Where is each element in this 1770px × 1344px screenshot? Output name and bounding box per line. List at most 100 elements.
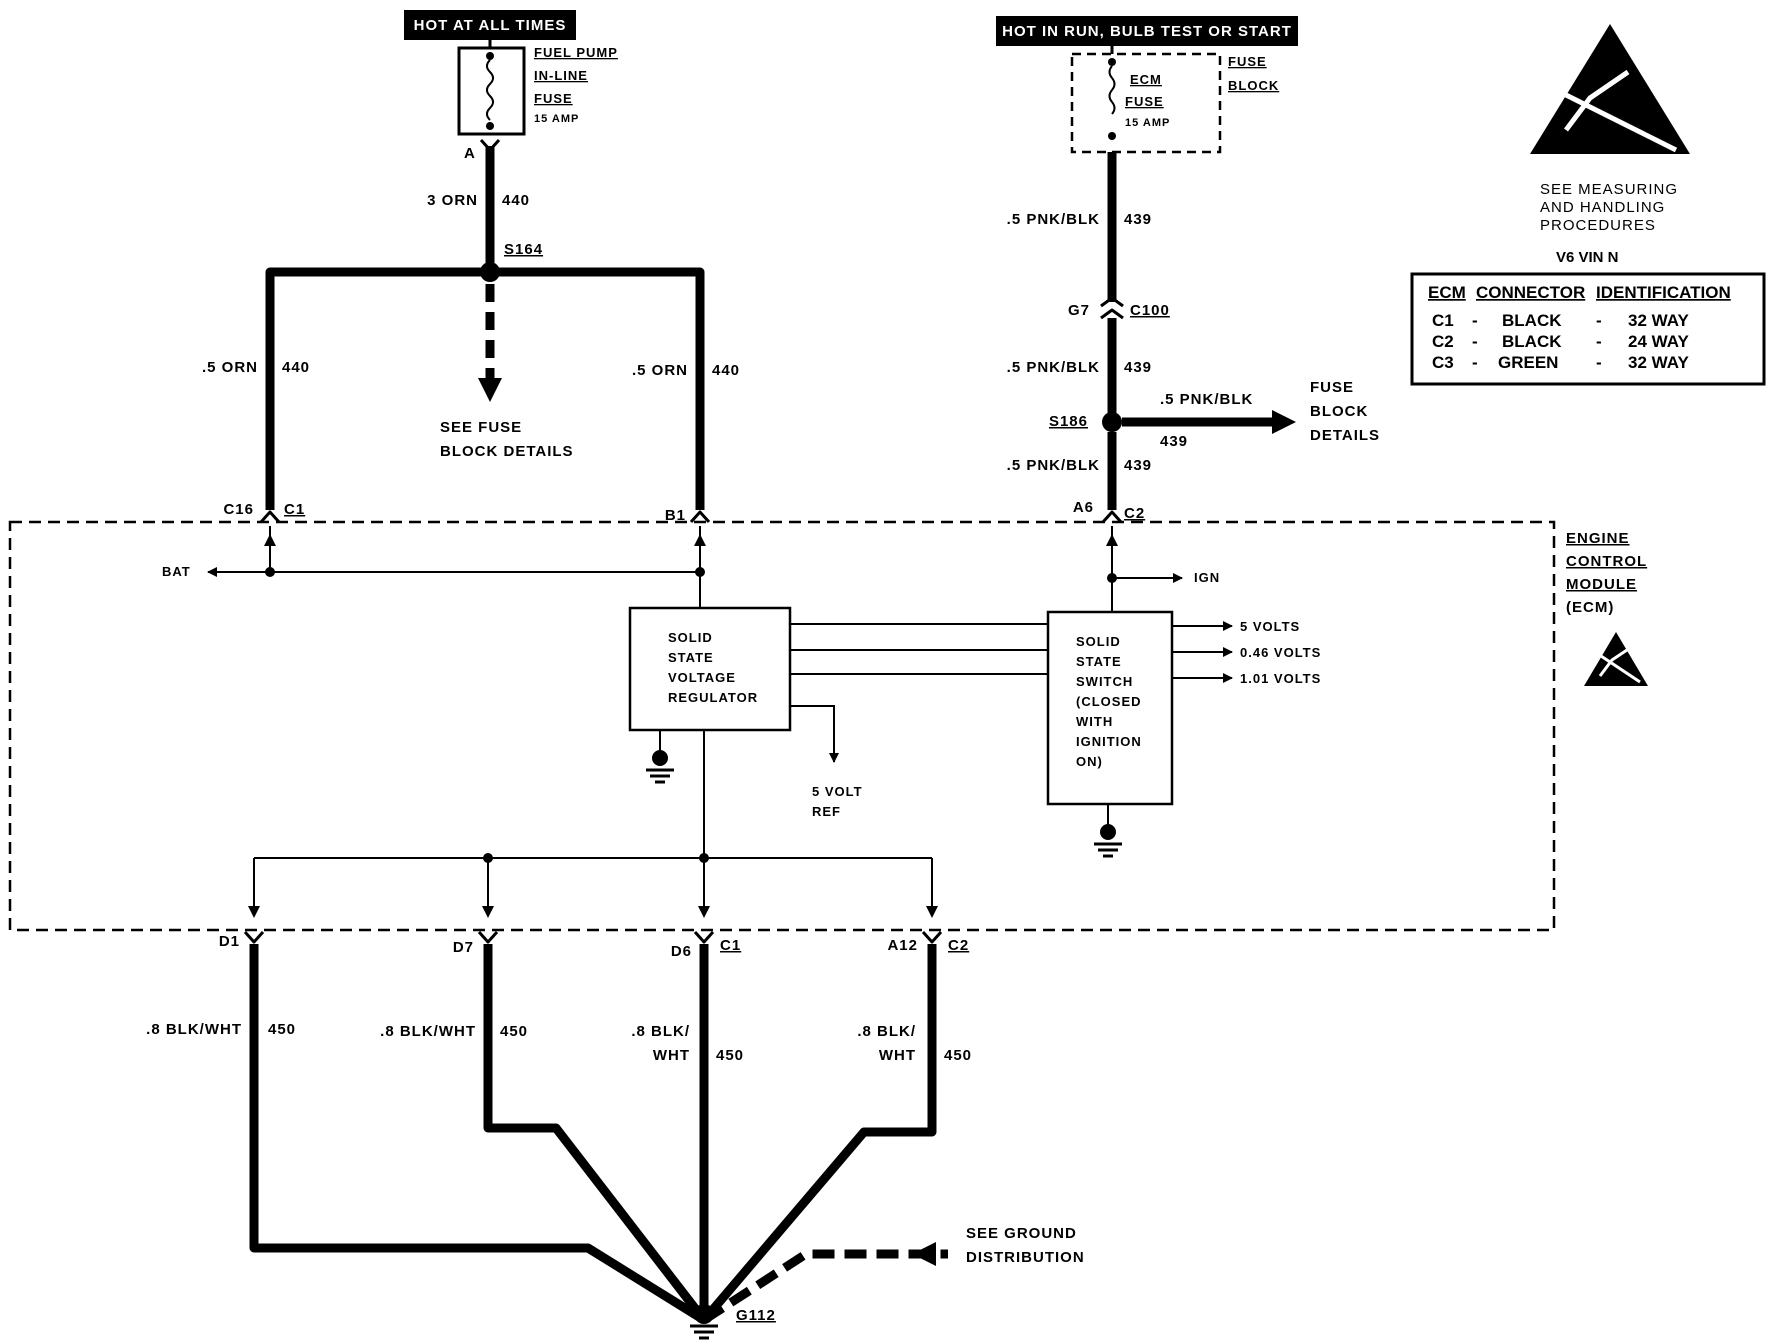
ground-distribution-link [701, 1249, 948, 1324]
ecm-module-boundary [8, 520, 1556, 932]
splice-s186 [1102, 412, 1122, 432]
see-ground-line1: SEE GROUND [966, 1225, 1077, 1242]
wire-450-d6-color-line1: .8 BLK/ [631, 1023, 690, 1040]
pin-c2-top: C2 [1124, 505, 1145, 522]
regulator-ground-icon [646, 750, 674, 784]
left-power-banner: HOT AT ALL TIMES [404, 10, 576, 40]
right-banner-text: HOT IN RUN, BULB TEST OR START [1002, 23, 1292, 40]
output-1-01-volts: 1.01 VOLTS [1240, 671, 1321, 686]
pin-d7: D7 [453, 939, 474, 956]
ecm-fuse-rating: 15 AMP [1125, 117, 1170, 129]
wire-439-branch-circuit: 439 [1160, 433, 1188, 450]
esd-note-line2: AND HANDLING [1540, 199, 1665, 216]
wire-450-a12 [700, 944, 937, 1323]
wire-439-low-color: .5 PNK/BLK [1007, 457, 1100, 474]
wire-439-branch-color: .5 PNK/BLK [1160, 391, 1253, 408]
voltage-regulator-box [628, 606, 792, 732]
fuse-block-details-line2: BLOCK [1310, 403, 1368, 420]
esd-note-line3: PROCEDURES [1540, 217, 1656, 234]
id-row2-dash1: - [1472, 332, 1478, 351]
regulator-line3: VOLTAGE [668, 670, 736, 685]
wire-450-a12-color-line1: .8 BLK/ [857, 1023, 916, 1040]
wire-440-main-circuit: 440 [502, 192, 530, 209]
fuse-block-label-line1: FUSE [1228, 54, 1267, 69]
wire-439-top-circuit: 439 [1124, 211, 1152, 228]
left-arrow-icon [912, 1242, 936, 1266]
pin-a12: A12 [887, 937, 918, 954]
ecm-fuse-element-icon [1108, 65, 1116, 115]
pin-c2-bottom: C2 [948, 937, 969, 954]
wire-440-left-color: .5 ORN [202, 359, 258, 376]
connector-c100-name: C100 [1130, 302, 1170, 319]
wire-450-d1-circuit: 450 [268, 1021, 296, 1038]
id-row1-color: BLACK [1502, 311, 1562, 330]
solid-state-switch-box [1046, 610, 1174, 806]
see-fuse-block-line1: SEE FUSE [440, 419, 522, 436]
fuel-pump-fuse-rating: 15 AMP [534, 113, 579, 125]
ign-label: IGN [1194, 570, 1220, 585]
ecm-title-line3: MODULE [1566, 576, 1637, 593]
wire-440-right [490, 267, 705, 510]
bat-label: BAT [162, 564, 191, 579]
wire-439-top-color: .5 PNK/BLK [1007, 211, 1100, 228]
id-row2-conn: C2 [1432, 332, 1454, 351]
switch-line2: STATE [1076, 654, 1122, 669]
switch-line6: IGNITION [1076, 734, 1142, 749]
ground-g112-label: G112 [736, 1307, 776, 1324]
ecm-fuse-line2: FUSE [1125, 94, 1164, 109]
connector-c100-pin: G7 [1068, 302, 1090, 319]
id-row1-dash2: - [1596, 311, 1602, 330]
wire-440-left [265, 267, 490, 510]
wire-440-left-circuit: 440 [282, 359, 310, 376]
id-header-identification: IDENTIFICATION [1596, 283, 1731, 302]
output-0-46-volts: 0.46 VOLTS [1240, 645, 1321, 660]
wire-450-d7-circuit: 450 [500, 1023, 528, 1040]
fuel-pump-fuse [457, 46, 526, 136]
esd-note-line1: SEE MEASURING [1540, 181, 1678, 198]
wire-450-d1 [249, 944, 707, 1324]
right-power-banner: HOT IN RUN, BULB TEST OR START [996, 16, 1298, 46]
switch-line4: (CLOSED [1076, 694, 1142, 709]
left-banner-text: HOT AT ALL TIMES [414, 17, 567, 34]
id-row1-ways: 32 WAY [1628, 311, 1689, 330]
connector-c100 [1100, 296, 1124, 320]
wire-450-d7-color: .8 BLK/WHT [380, 1023, 476, 1040]
five-volt-ref-line1: 5 VOLT [812, 784, 863, 799]
ecm-title-line2: CONTROL [1566, 553, 1647, 570]
pin-c1-bottom: C1 [720, 937, 741, 954]
regulator-line4: REGULATOR [668, 690, 758, 705]
wire-450-a12-circuit: 450 [944, 1047, 972, 1064]
id-row3-ways: 32 WAY [1628, 353, 1689, 372]
wire-450-d1-color: .8 BLK/WHT [146, 1021, 242, 1038]
ecm-bottom-pin-arrows [243, 906, 943, 944]
switch-line3: SWITCH [1076, 674, 1133, 689]
wire-450-a12-color-line2: WHT [879, 1047, 916, 1064]
switch-line1: SOLID [1076, 634, 1121, 649]
right-arrow-icon [1272, 410, 1296, 434]
five-volt-ref-line2: REF [812, 804, 841, 819]
fuel-pump-fuse-line2: IN-LINE [534, 68, 588, 83]
pin-c1-top: C1 [284, 501, 305, 518]
ecm-fuse [1070, 52, 1222, 154]
fuse-block-label-line2: BLOCK [1228, 78, 1279, 93]
switch-ground-icon [1094, 824, 1122, 858]
id-row1-conn: C1 [1432, 311, 1454, 330]
ecm-title-line4: (ECM) [1566, 599, 1614, 616]
pin-c16: C16 [223, 501, 254, 518]
fuel-pump-fuse-line1: FUEL PUMP [534, 45, 618, 60]
ground-g112-icon [690, 1304, 718, 1340]
ecm-fuse-line1: ECM [1130, 72, 1162, 87]
id-row3-dash2: - [1596, 353, 1602, 372]
output-5-volts: 5 VOLTS [1240, 619, 1300, 634]
esd-warning-icon [1530, 24, 1690, 154]
wire-439-mid-color: .5 PNK/BLK [1007, 359, 1100, 376]
pin-b1: B1 [665, 507, 686, 524]
fuse-block-details-line3: DETAILS [1310, 427, 1380, 444]
engine-label: V6 VIN N [1556, 249, 1619, 266]
id-header-ecm: ECM [1428, 283, 1466, 302]
fuse-element-icon [486, 59, 494, 121]
wire-439-low-circuit: 439 [1124, 457, 1152, 474]
pin-d1: D1 [219, 933, 240, 950]
id-row2-dash2: - [1596, 332, 1602, 351]
